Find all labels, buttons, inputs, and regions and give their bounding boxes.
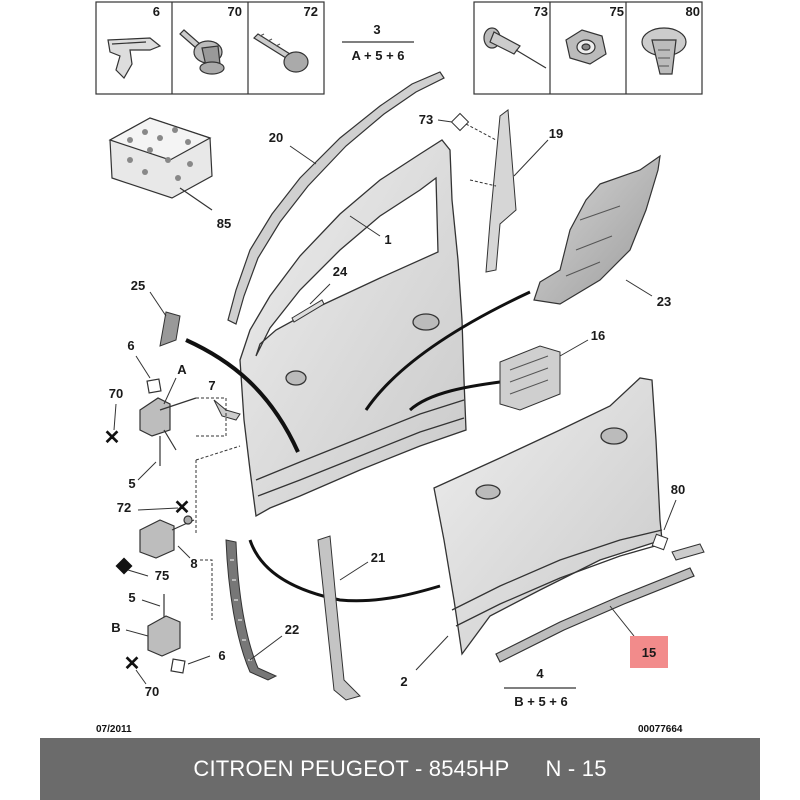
nut-icon [565, 29, 607, 65]
door-outer-panel [433, 377, 663, 656]
header-box-num: 73 [534, 4, 548, 19]
pillar-seal-part [317, 535, 361, 701]
header-parts-right: 73 75 80 [473, 1, 703, 95]
header-box-num: 80 [686, 4, 700, 19]
reference-number: 00077664 [638, 724, 683, 735]
callout-75: 75 [155, 568, 169, 583]
rivet-icon [483, 27, 547, 69]
check-strap-part [213, 399, 241, 421]
callout-2: 2 [400, 674, 407, 689]
door-membrane-part [533, 154, 661, 305]
callout-21: 21 [371, 550, 385, 565]
header-parts-left: 6 70 72 [95, 1, 325, 95]
callout-7: 7 [208, 378, 215, 393]
kit-number: 4 [536, 666, 544, 681]
highlight-box [630, 636, 668, 668]
callout-6: 6 [218, 648, 225, 663]
callout-6: 6 [127, 338, 134, 353]
door-cable [185, 338, 300, 453]
callout-16: 16 [591, 328, 605, 343]
screw-icon [253, 33, 309, 73]
callout-B: B [111, 620, 120, 635]
callout-70: 70 [109, 386, 123, 401]
callout-24: 24 [333, 264, 348, 279]
cover-plate-part [159, 311, 181, 347]
callout-73: 73 [419, 112, 433, 127]
cross-icon: ✕ [104, 427, 121, 449]
footer-bar: CITROEN PEUGEOT - 8545HP N - 15 [40, 738, 760, 800]
callout-8: 8 [190, 556, 197, 571]
date-label: 07/2011 [96, 724, 132, 735]
door-cable [248, 539, 441, 603]
callout-5: 5 [128, 476, 135, 491]
callout-22: 22 [285, 622, 299, 637]
kit-3: 3 A + 5 + 6 [342, 22, 414, 63]
clip-icon [107, 37, 162, 79]
front-door-shell [239, 139, 467, 518]
door-cable [364, 290, 531, 411]
header-box-num: 75 [610, 4, 624, 19]
clip-part [671, 543, 705, 561]
push-clip-icon [641, 27, 687, 75]
callout-25: 25 [131, 278, 145, 293]
header-box-num: 70 [228, 4, 242, 19]
electronic-module-part [499, 345, 561, 411]
callout-5: 5 [128, 590, 135, 605]
header-box-num: 72 [304, 4, 318, 19]
door-cable [408, 380, 501, 412]
callout-80: 80 [671, 482, 685, 497]
footer-brand: CITROEN PEUGEOT - 8545HP [193, 756, 510, 781]
callout-15: 15 [642, 645, 656, 660]
cross-icon: ✕ [124, 653, 141, 675]
check-strap-part [139, 515, 195, 559]
footer-code: N - 15 [545, 756, 607, 781]
callout-19: 19 [549, 126, 563, 141]
callout-20: 20 [269, 130, 283, 145]
window-seal-part [227, 71, 445, 325]
kit-formula: B + 5 + 6 [514, 694, 567, 709]
clip-marker [651, 533, 669, 551]
door-seal-part [225, 539, 278, 681]
kit-4: 4 B + 5 + 6 [504, 666, 576, 709]
rivet-marker [450, 112, 470, 132]
fastener-kit-part [108, 117, 213, 211]
pillar-trim-part [485, 109, 517, 273]
nut-marker [115, 557, 133, 575]
callout-23: 23 [657, 294, 671, 309]
callout-85: 85 [217, 216, 231, 231]
door-strip-part [291, 299, 325, 323]
callout-1: 1 [384, 232, 391, 247]
screw-washer-icon [179, 29, 225, 75]
callout-70: 70 [145, 684, 159, 699]
callout-72: 72 [117, 500, 131, 515]
header-box-num: 6 [153, 4, 160, 19]
upper-hinge-part [139, 378, 197, 466]
lower-hinge-part [147, 594, 186, 674]
kit-number: 3 [373, 22, 380, 37]
callout-A: A [177, 362, 187, 377]
cross-icon: ✕ [174, 497, 191, 519]
door-moulding-part [495, 567, 695, 663]
kit-formula: A + 5 + 6 [352, 48, 405, 63]
